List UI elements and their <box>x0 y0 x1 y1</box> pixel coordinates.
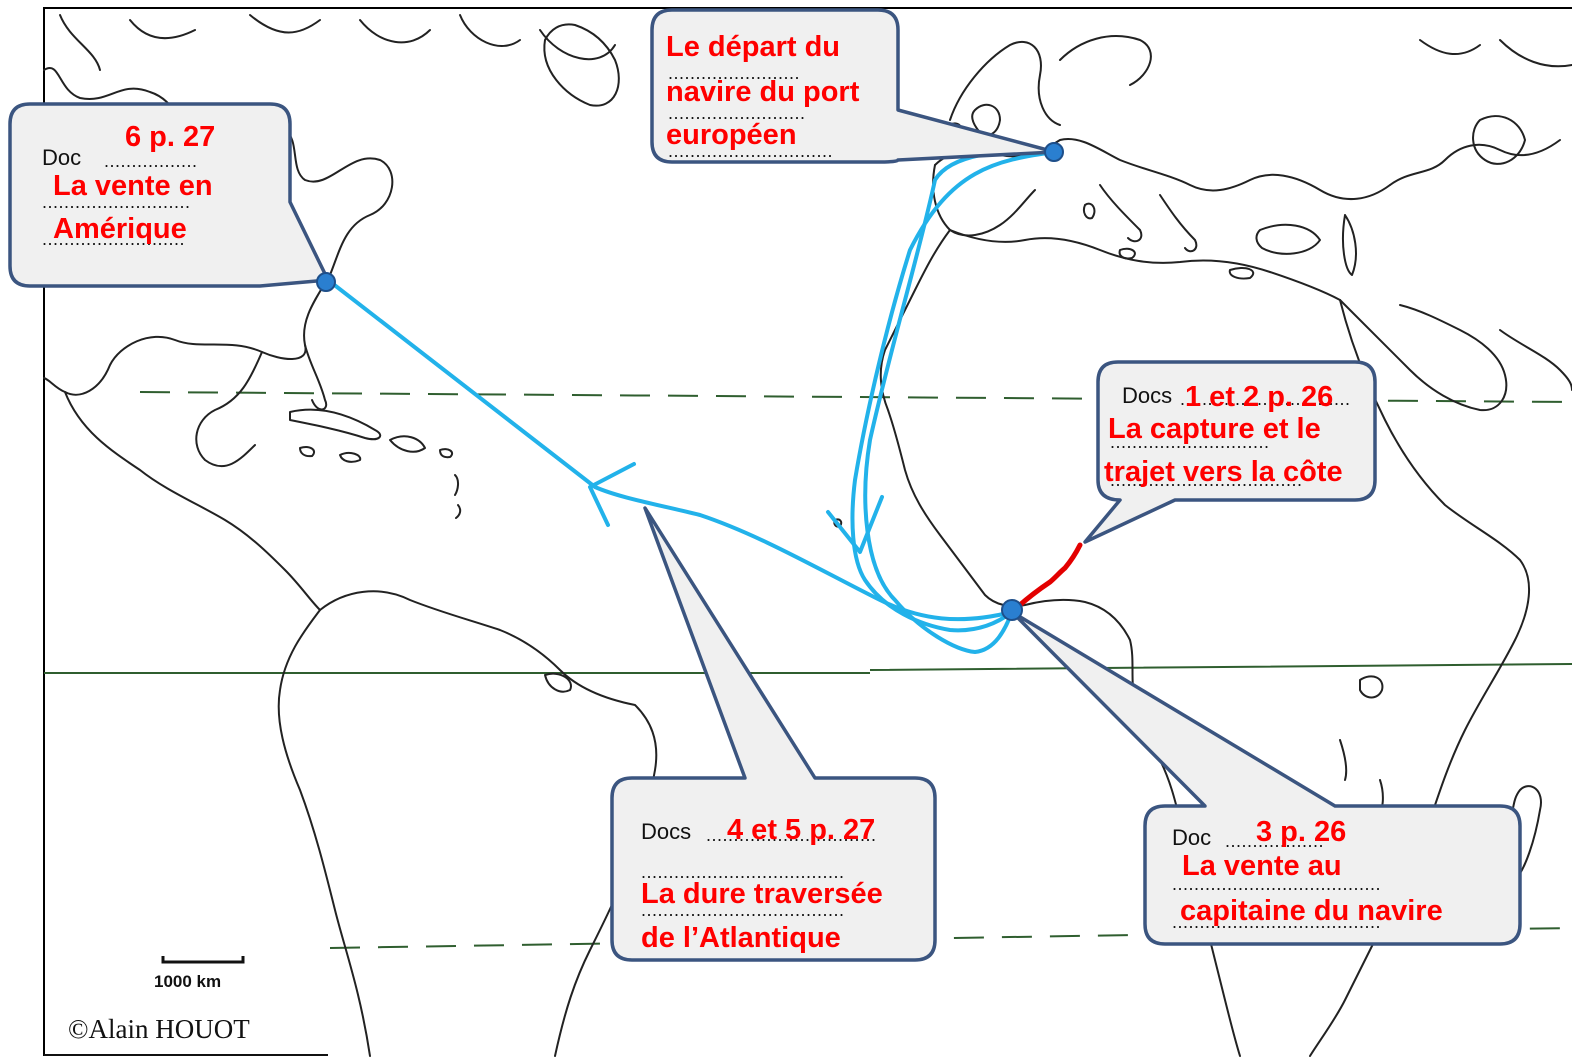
callout-capture-prefix: Docs <box>1122 383 1173 408</box>
equator-line <box>44 663 1572 674</box>
jamaica-puerto-rico <box>299 446 454 463</box>
mediterranean-islands <box>1082 202 1255 280</box>
callout-america-ref: 6 p. 27 <box>125 121 216 153</box>
callout-sale-prefix: Doc <box>1172 825 1212 850</box>
capture-route <box>1009 542 1083 615</box>
gulf-of-mexico <box>195 351 263 468</box>
callout-america-dots-1: ................. <box>104 151 198 171</box>
callout-europe-dots-3: .............................. <box>668 141 834 161</box>
callout-europe-answer-1: Le départ du <box>666 31 841 63</box>
callout-crossing-dots-1: ............................... <box>706 825 877 845</box>
asia-coast <box>1389 39 1572 186</box>
callout-america-prefix: Doc <box>42 145 82 170</box>
black-caspian-seas <box>1255 214 1357 276</box>
callout-crossing-dots-2: ..................................... <box>641 862 845 882</box>
callout-america-dots-3: .......................... <box>42 229 186 249</box>
callout-europe-dots-2: ......................... <box>668 103 806 123</box>
callout-america-box <box>8 102 330 288</box>
callout-capture-answer-1: La capture et le <box>1108 413 1321 445</box>
callout-crossing-dots-3: ..................................... <box>641 900 845 920</box>
iberia <box>932 164 1036 237</box>
route-europe-to-africa-outer <box>863 148 1057 654</box>
lake-victoria <box>1359 675 1384 699</box>
greenland <box>543 23 620 107</box>
point-america <box>316 272 336 292</box>
callout-europe-dots-1: ........................ <box>668 63 801 83</box>
hispaniola <box>389 435 426 453</box>
arabia <box>1339 299 1572 412</box>
arctic-islands <box>59 14 616 71</box>
callout-crossing-answer-2: de l’Atlantique <box>641 922 841 954</box>
florida <box>304 344 328 411</box>
callout-sale-dots-1: .................. <box>1225 831 1325 851</box>
callout-america-dots-2: ........................... <box>42 192 191 212</box>
scale-label: 1000 km <box>154 972 222 991</box>
italy-balkans <box>1099 184 1198 253</box>
lesser-antilles <box>454 474 462 519</box>
central-america <box>64 391 321 611</box>
callout-crossing-answer-1: La dure traversée <box>641 878 883 910</box>
north-africa-coast <box>949 229 1341 301</box>
amazon-mouth <box>544 672 572 693</box>
south-america-coast <box>277 590 658 1057</box>
callout-sale-box <box>1010 610 1522 946</box>
map-frame <box>43 7 1572 1056</box>
callout-capture-answer-2: trajet vers la côte <box>1104 456 1343 488</box>
callout-capture-box <box>1083 360 1377 544</box>
callout-sale-dots-2: ...................................... <box>1172 874 1382 894</box>
callout-europe-answer-2: navire du port <box>666 76 860 108</box>
callout-crossing-ref: 4 et 5 p. 27 <box>727 814 876 846</box>
route-europe-to-africa-inner <box>850 150 1057 633</box>
point-europe <box>1044 142 1064 162</box>
callout-sale-answer-1: La vente au <box>1182 850 1342 882</box>
cuba <box>289 408 382 441</box>
callout-europe-box <box>650 8 1057 164</box>
callout-sale-answer-2: capitaine du navire <box>1180 895 1443 927</box>
callout-crossing-prefix: Docs <box>641 819 692 844</box>
trade-routes <box>326 148 1083 654</box>
callout-america-answer-2: Amérique <box>53 213 187 245</box>
route-arrow-south <box>826 495 884 554</box>
callout-capture-dots-2: ............................. <box>1110 432 1270 452</box>
route-arrow-west <box>588 462 636 527</box>
point-africa <box>1001 599 1023 621</box>
scandinavia <box>949 35 1152 126</box>
callout-crossing-box <box>610 506 937 962</box>
callout-capture-dots-1: ............................... <box>1180 389 1351 409</box>
callout-capture-ref: 1 et 2 p. 26 <box>1185 381 1334 413</box>
callout-america-answer-1: La vente en <box>53 170 213 202</box>
credit-text: ©Alain HOUOT <box>68 1014 250 1044</box>
callout-europe-answer-3: européen <box>666 119 797 151</box>
callout-sale-dots-3: ...................................... <box>1172 912 1382 932</box>
route-middle-passage <box>326 278 1014 622</box>
callout-capture-dots-3: ................................... <box>1110 470 1303 490</box>
scale-bar <box>161 956 245 964</box>
callout-sale-ref: 3 p. 26 <box>1256 816 1347 848</box>
